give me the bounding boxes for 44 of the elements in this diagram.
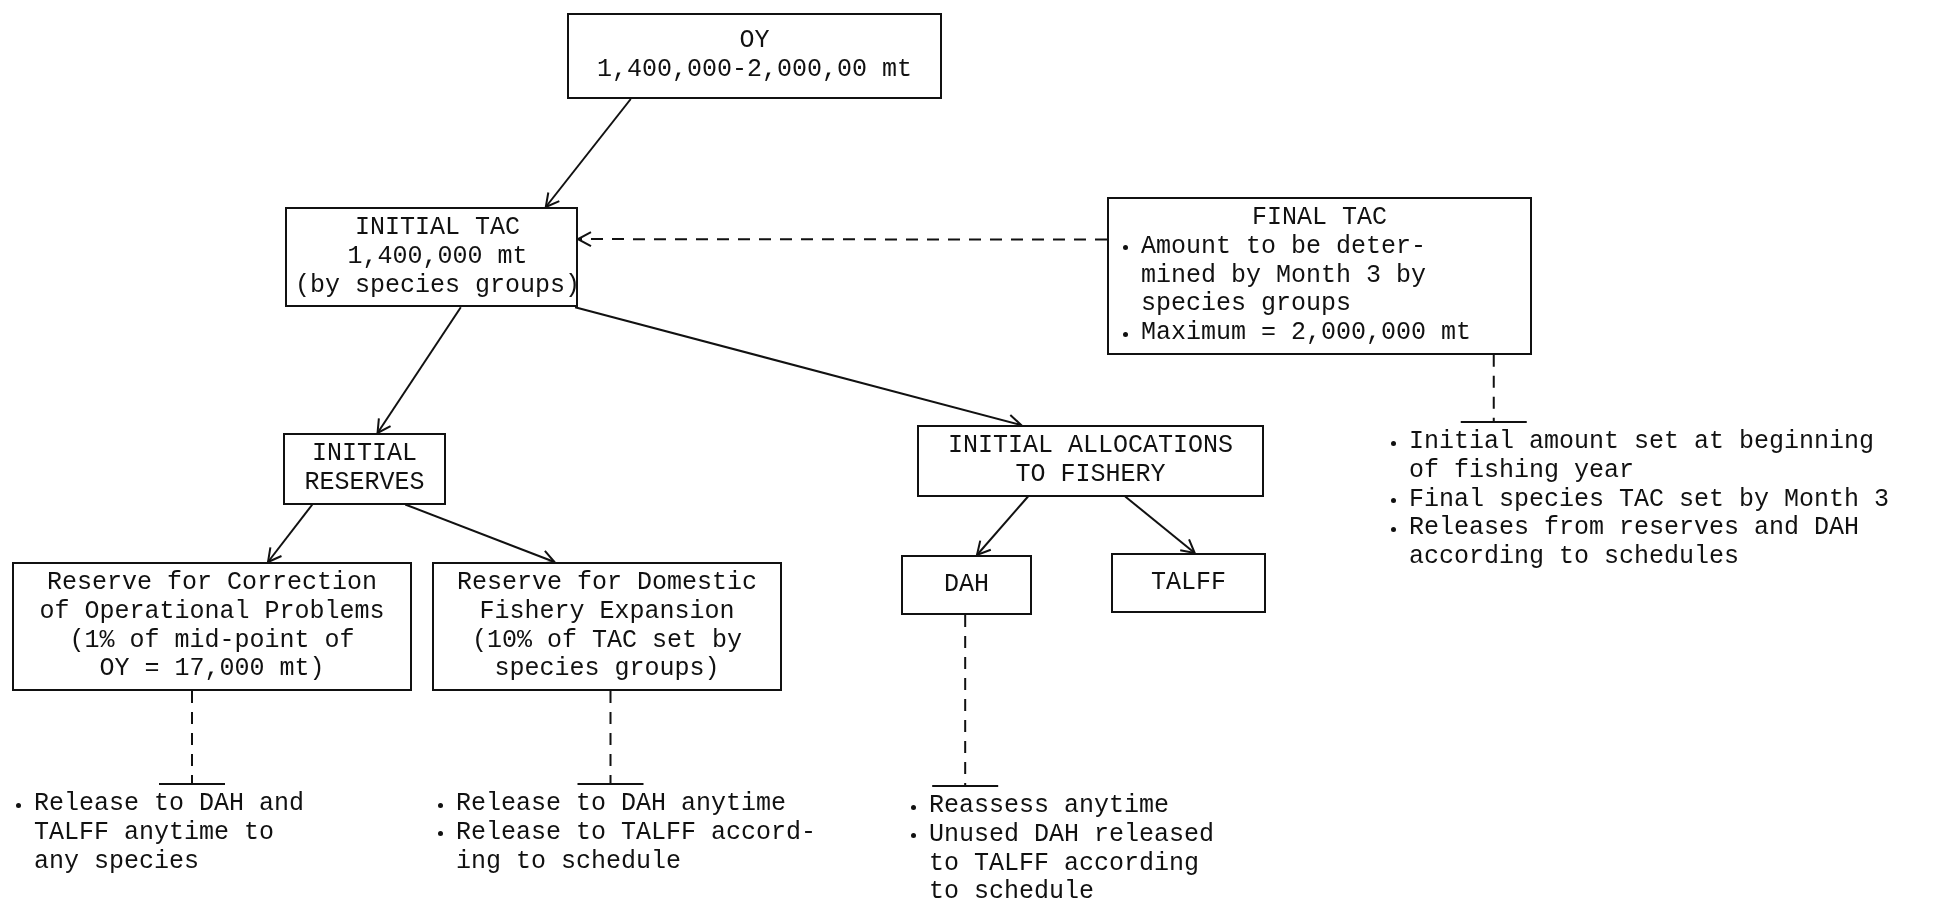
box-title: Reserve for Correction of Operational Problems <box>39 569 385 627</box>
bullet-text: Reassess anytime <box>929 792 1171 821</box>
reserve-box <box>432 562 782 691</box>
quantity-box <box>285 207 578 308</box>
bullet-text: Unused DAH released to TALFF according to schedule <box>929 820 1216 907</box>
box-title: TALFF <box>1151 568 1226 598</box>
note-box <box>1107 197 1532 355</box>
category-box <box>283 433 446 505</box>
bullet-text: Maximum = 2,000,000 mt <box>1141 319 1473 348</box>
arrow <box>267 503 314 563</box>
arrow <box>376 306 462 434</box>
category-box <box>917 425 1264 497</box>
dashed-connector <box>931 614 1000 787</box>
box-text: (1% of mid-point of OY = 17,000 mt) <box>68 626 356 684</box>
bullet-text: Release to TALFF accord- ing to schedule <box>456 818 818 877</box>
box-text: (by species groups) <box>295 271 581 301</box>
box-title: DAH <box>943 570 990 600</box>
arrow <box>404 503 556 565</box>
reserve-box <box>12 562 412 691</box>
box-title: INITIAL TAC <box>354 214 522 243</box>
bullet-text: Initial amount set at beginning of fishing year <box>1409 428 1876 486</box>
box-title: Reserve for Domestic Fishery Expansion <box>456 569 757 627</box>
allocation-box <box>1111 553 1266 613</box>
arrow <box>544 98 632 208</box>
bullet-text: Release to DAH anytime <box>456 790 788 819</box>
dashed-connector <box>1459 353 1528 423</box>
box-title: OY <box>738 27 771 56</box>
arrow <box>1124 495 1196 554</box>
dashed-connector <box>576 690 645 785</box>
box-text: 1,400,000-2,000,00 mt <box>596 56 912 85</box>
bullet-text: Final species TAC set by Month 3 <box>1409 485 1891 515</box>
dashed-connector <box>158 690 226 785</box>
allocation-box <box>901 555 1032 615</box>
box-text: (10% of TAC set by species groups) <box>472 626 742 684</box>
bullet-text: Amount to be deter- mined by Month 3 by species groups <box>1141 232 1428 319</box>
bullet-text: Releases from reserves and DAH according to schedules <box>1409 514 1861 572</box>
quantity-box <box>567 13 942 99</box>
box-title: FINAL TAC <box>1250 204 1388 233</box>
dashed-arrow <box>577 231 1108 248</box>
box-text: 1,400,000 mt <box>346 242 529 272</box>
box-title: INITIAL RESERVES <box>304 440 425 498</box>
box-title: INITIAL ALLOCATIONS TO FISHERY <box>948 432 1233 490</box>
arrow <box>976 495 1030 556</box>
bullet-text: Release to DAH and TALFF anytime to any species <box>34 790 306 877</box>
